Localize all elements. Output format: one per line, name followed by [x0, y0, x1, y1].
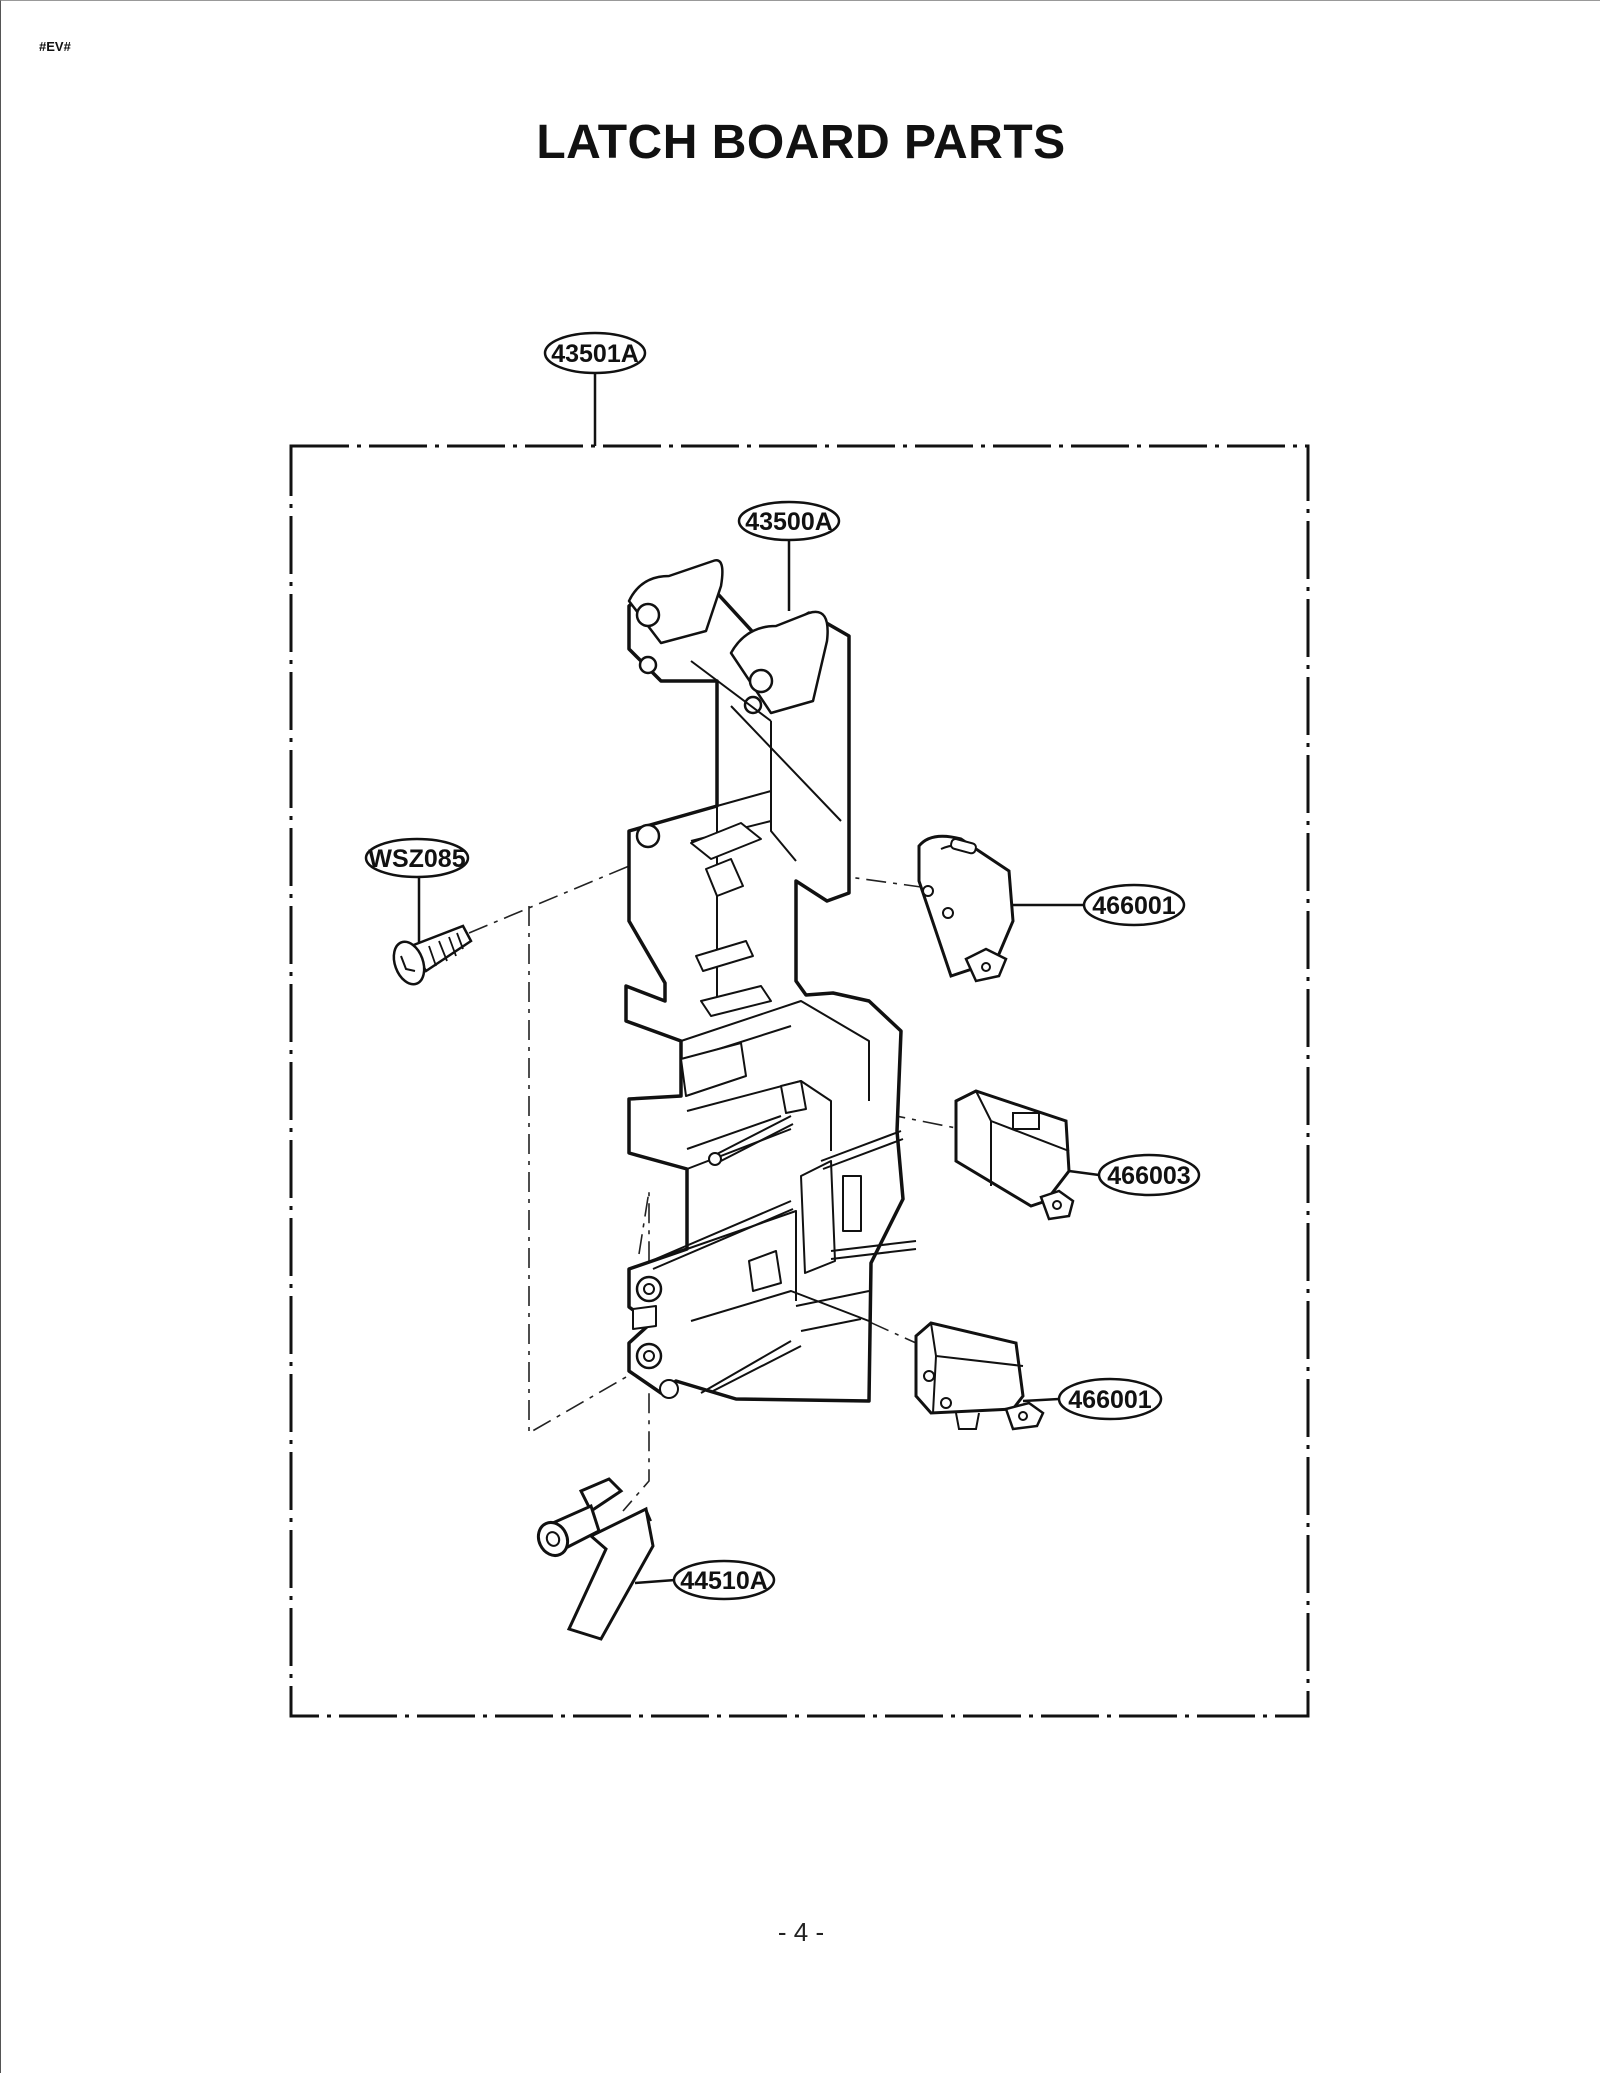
microswitch-middle-part: [954, 1089, 1075, 1221]
lever-part: [536, 1477, 655, 1641]
page-number: - 4 -: [777, 1917, 825, 1947]
callout-43500A: 43500A: [737, 500, 841, 542]
svg-text:466003: 466003: [1107, 1162, 1190, 1190]
svg-text:43501A: 43501A: [551, 340, 639, 368]
callout-466001-lower: 466001: [1057, 1377, 1163, 1421]
microswitch-lower-part: [914, 1321, 1045, 1431]
assembly-boundary: [289, 444, 1310, 1718]
microswitch-upper-part: [917, 834, 1015, 983]
callout-43501A: 43501A: [543, 331, 647, 375]
callout-466003: 466003: [1097, 1153, 1201, 1197]
svg-text:466001: 466001: [1092, 892, 1176, 920]
callout-leaders: [417, 373, 1100, 1585]
svg-text:466001: 466001: [1068, 1386, 1152, 1414]
callout-44510A: 44510A: [672, 1559, 776, 1601]
svg-text:44510A: 44510A: [680, 1567, 768, 1595]
document-code: #EV#: [39, 39, 71, 54]
page-title: LATCH BOARD PARTS: [536, 116, 1066, 169]
callout-WSZ085: WSZ085: [364, 837, 470, 879]
svg-text:43500A: 43500A: [745, 508, 833, 536]
callout-466001-upper: 466001: [1082, 883, 1186, 927]
screw-part: [392, 924, 473, 986]
latch-board-part: [624, 559, 917, 1403]
svg-text:WSZ085: WSZ085: [368, 845, 465, 873]
